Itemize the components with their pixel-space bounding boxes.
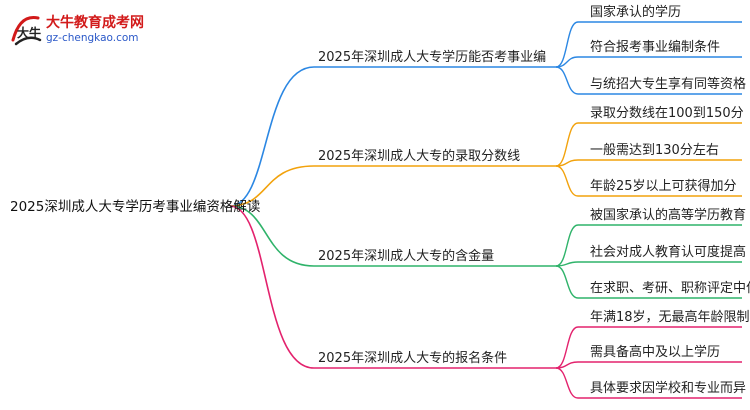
leaf-node-3-2: 社会对成人教育认可度提高	[590, 244, 746, 260]
logo-mark-text: 大牛	[17, 25, 41, 40]
leaf-node-4-2: 需具备高中及以上学历	[590, 344, 720, 360]
leaf-node-4-1: 年满18岁，无最高年龄限制	[590, 309, 750, 325]
branch-connector-1	[229, 66, 556, 207]
leaf-node-1-3: 与统招大专生享有同等资格	[590, 76, 746, 92]
leaf-connector-3-3	[555, 265, 742, 299]
leaf-connector-2-3	[555, 165, 742, 197]
leaf-node-1-2: 符合报考事业编制条件	[590, 39, 720, 55]
leaf-connector-1-3	[555, 66, 742, 95]
leaf-node-3-1: 被国家承认的高等学历教育	[590, 207, 746, 223]
branch-node-1: 2025年深圳成人大专学历能否考事业编	[318, 49, 546, 65]
leaf-connector-3-1	[555, 224, 742, 267]
leaf-connector-4-3	[555, 367, 742, 399]
leaf-node-4-3: 具体要求因学校和专业而异	[590, 380, 746, 396]
branch-connector-2	[229, 165, 556, 207]
branch-node-4: 2025年深圳成人大专的报名条件	[318, 350, 507, 366]
leaf-connector-4-1	[555, 326, 742, 369]
leaf-node-2-1: 录取分数线在100到150分	[590, 106, 744, 121]
mind-map-nodes: 2025深圳成人大专学历考事业编资格解读 2025年深圳成人大专学历能否考事业编 国…	[10, 4, 750, 396]
connector-lines	[229, 21, 742, 399]
leaf-node-3-3: 在求职、考研、职称评定中作用显著	[590, 281, 750, 296]
branch-connector-4	[229, 205, 556, 369]
root-node: 2025深圳成人大专学历考事业编资格解读	[10, 199, 260, 215]
leaf-connector-1-1	[555, 21, 742, 68]
leaf-connector-2-1	[555, 122, 742, 167]
leaf-connector-3-2	[555, 261, 742, 267]
site-logo[interactable]: 大牛 大牛教育成考网 gz-chengkao.com	[10, 10, 170, 52]
leaf-connector-1-2	[555, 56, 742, 68]
leaf-connector-4-2	[555, 361, 742, 369]
logo-url: gz-chengkao.com	[46, 32, 139, 44]
leaf-node-2-3: 年龄25岁以上可获得加分	[590, 178, 737, 194]
logo-title: 大牛教育成考网	[46, 15, 144, 31]
branch-node-2: 2025年深圳成人大专的录取分数线	[318, 148, 520, 164]
leaf-node-2-2: 一般需达到130分左右	[590, 142, 719, 158]
branch-connector-3	[229, 205, 556, 267]
leaf-node-1-1: 国家承认的学历	[590, 4, 681, 20]
branch-node-3: 2025年深圳成人大专的含金量	[318, 248, 494, 264]
logo-mark-icon: 大牛	[11, 15, 42, 46]
leaf-connector-2-2	[555, 159, 742, 167]
